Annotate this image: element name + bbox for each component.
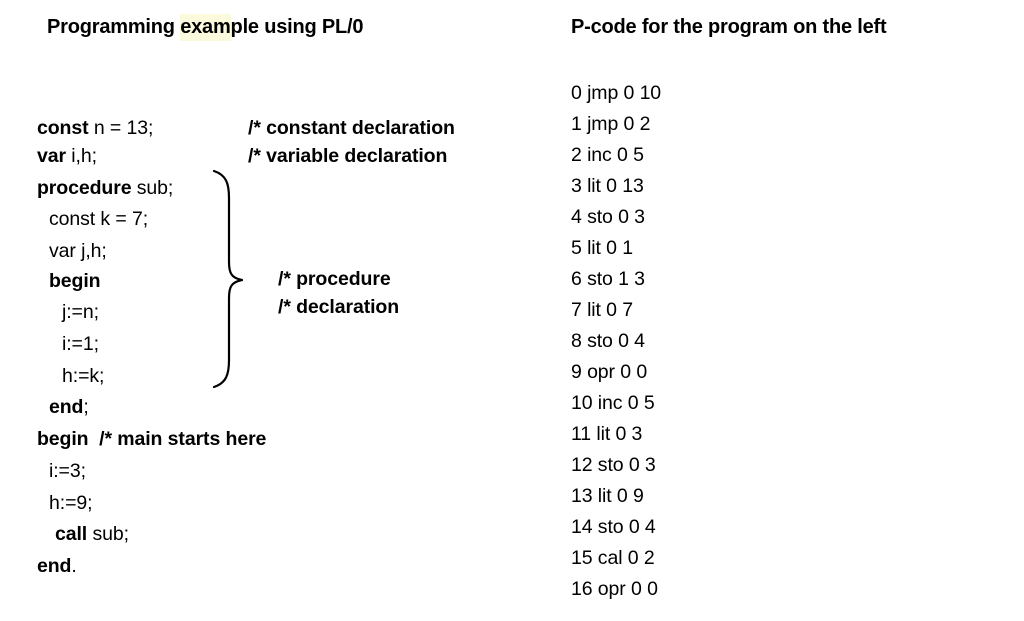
code-keyword: begin /* main starts here [37, 428, 267, 450]
code-line: var i,h; [37, 145, 97, 167]
pcode-line: 0 jmp 0 10 [571, 82, 662, 104]
code-line: call sub; [55, 523, 129, 545]
code-text: const k = 7; [49, 208, 149, 230]
pcode-line: 8 sto 0 4 [571, 330, 645, 352]
pcode-line: 5 lit 0 1 [571, 237, 633, 259]
pcode-line: 4 sto 0 3 [571, 206, 645, 228]
code-line: const k = 7; [49, 208, 148, 230]
pcode-line: 16 opr 0 0 [571, 578, 658, 600]
code-keyword: end [49, 396, 84, 418]
pcode-line: 11 lit 0 3 [571, 423, 643, 445]
code-keyword: call [55, 523, 88, 545]
page-title-right: P-code for the program on the left [571, 16, 887, 38]
code-text: . [71, 555, 77, 577]
pl0-program-listing: const n = 13; var i,h; procedure sub; co… [37, 117, 455, 577]
code-line: h:=9; [49, 492, 93, 514]
code-text: i:=1; [62, 333, 99, 355]
code-line: end. [37, 555, 77, 577]
pcode-line: 14 sto 0 4 [571, 516, 656, 538]
code-line: const n = 13; [37, 117, 153, 139]
code-line: h:=k; [62, 365, 104, 387]
code-keyword: var [37, 145, 66, 167]
pcode-line: 2 inc 0 5 [571, 144, 644, 166]
code-keyword: procedure [37, 177, 132, 199]
code-text: j:=n; [62, 301, 99, 323]
code-line: procedure sub; [37, 177, 173, 199]
pcode-line: 15 cal 0 2 [571, 547, 655, 569]
code-line: j:=n; [62, 301, 99, 323]
code-text: h:=9; [49, 492, 93, 514]
code-line: i:=3; [49, 460, 86, 482]
code-text: i,h; [65, 145, 97, 167]
code-line: i:=1; [62, 333, 99, 355]
code-text: n = 13; [88, 117, 154, 139]
code-text: i:=3; [49, 460, 86, 482]
code-text: sub; [131, 177, 174, 199]
code-comment: /* procedure [278, 268, 391, 290]
code-text: h:=k; [62, 365, 105, 387]
page-title-left: Programming example using PL/0 [47, 14, 364, 41]
code-comment: /* variable declaration [248, 145, 448, 167]
code-line: begin /* main starts here [37, 428, 266, 450]
code-line: end; [49, 396, 89, 418]
procedure-grouping-brace [208, 168, 252, 390]
code-keyword: const [37, 117, 89, 139]
code-keyword: begin [49, 270, 101, 292]
code-comment: /* declaration [278, 296, 400, 318]
pcode-line: 9 opr 0 0 [571, 361, 648, 383]
pcode-line: 6 sto 1 3 [571, 268, 645, 290]
code-line: begin [49, 270, 101, 292]
code-keyword: end [37, 555, 72, 577]
page-title-highlight: exam [180, 14, 231, 41]
pcode-line: 12 sto 0 3 [571, 454, 656, 476]
code-line: var j,h; [49, 240, 107, 262]
pcode-line: 7 lit 0 7 [571, 299, 633, 321]
pcode-line: 10 inc 0 5 [571, 392, 655, 414]
pcode-line: 3 lit 0 13 [571, 175, 644, 197]
code-text: var j,h; [49, 240, 107, 262]
code-comment: /* constant declaration [248, 117, 455, 139]
pcode-line: 13 lit 0 9 [571, 485, 644, 507]
pcode-line: 1 jmp 0 2 [571, 113, 651, 135]
pcode-listing: 0 jmp 0 10 1 jmp 0 2 2 inc 0 5 3 lit 0 1… [571, 0, 1024, 621]
page-title-left-before: Programming [47, 16, 181, 38]
page-title-left-after: ple using PL/0 [230, 16, 364, 38]
code-text: ; [83, 396, 89, 418]
code-text: sub; [87, 523, 129, 545]
